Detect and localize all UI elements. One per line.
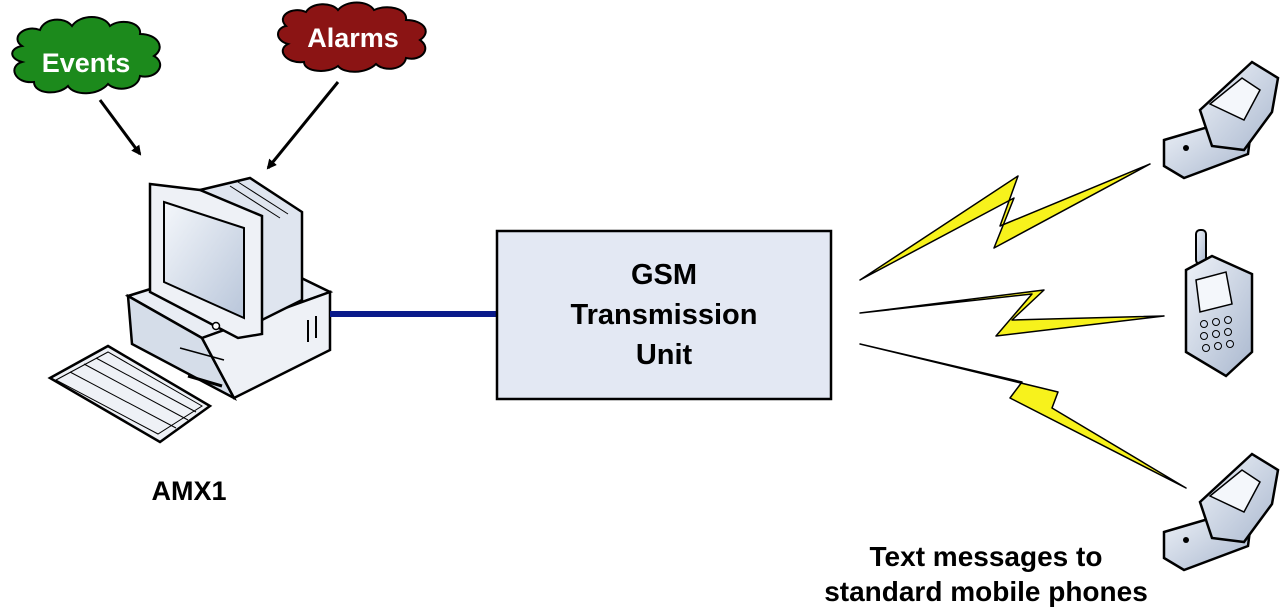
flip-phone-icon: [1162, 452, 1280, 572]
signal-bolts: [859, 163, 1187, 489]
alarms-label: Alarms: [307, 23, 399, 53]
computer-label: AMX1: [151, 476, 226, 506]
keyboard: [47, 344, 213, 444]
monitor-screen: [163, 200, 245, 320]
events-label: Events: [42, 48, 131, 78]
events-cloud-shape: [11, 16, 161, 95]
phone-button: [1183, 537, 1189, 543]
phone-button: [1183, 145, 1189, 151]
flip-phone-icon: [1162, 60, 1280, 180]
phones-caption-line1: Text messages to: [870, 541, 1103, 572]
alarms-arrow: [266, 81, 340, 170]
signal-bolt-bottom: [859, 343, 1187, 489]
phone-screen: [1195, 271, 1233, 313]
power-led: [211, 321, 221, 331]
key-row: [83, 363, 189, 421]
gsm-label-line2: Transmission: [571, 299, 758, 331]
gsm-transmission-unit: GSM Transmission Unit: [495, 229, 833, 401]
computer-icon: AMX1: [47, 176, 334, 506]
phone-keypad: [1200, 316, 1234, 352]
key-row: [95, 357, 197, 413]
drive-slot: [179, 347, 225, 361]
mobile-phone-icon: [1184, 229, 1254, 378]
signal-bolt-middle: [859, 289, 1165, 337]
gsm-label-line1: GSM: [631, 259, 697, 291]
gsm-label-line3: Unit: [636, 339, 693, 371]
keyboard-keys: [54, 351, 203, 435]
drive-slot: [187, 374, 223, 388]
monitor-vent: [237, 181, 289, 215]
phone-screen: [1208, 77, 1261, 121]
events-arrow: [98, 99, 142, 156]
phones-caption-line2: standard mobile phones: [824, 576, 1148, 607]
signal-bolt-top: [859, 163, 1151, 281]
monitor-vent: [229, 185, 281, 219]
alarms-cloud: Alarms: [277, 1, 427, 73]
events-cloud: Events: [11, 16, 161, 95]
alarms-cloud-shape: [277, 1, 427, 73]
key-row: [69, 371, 177, 429]
gsm-unit-box: [495, 229, 833, 401]
phone-screen: [1208, 469, 1261, 513]
